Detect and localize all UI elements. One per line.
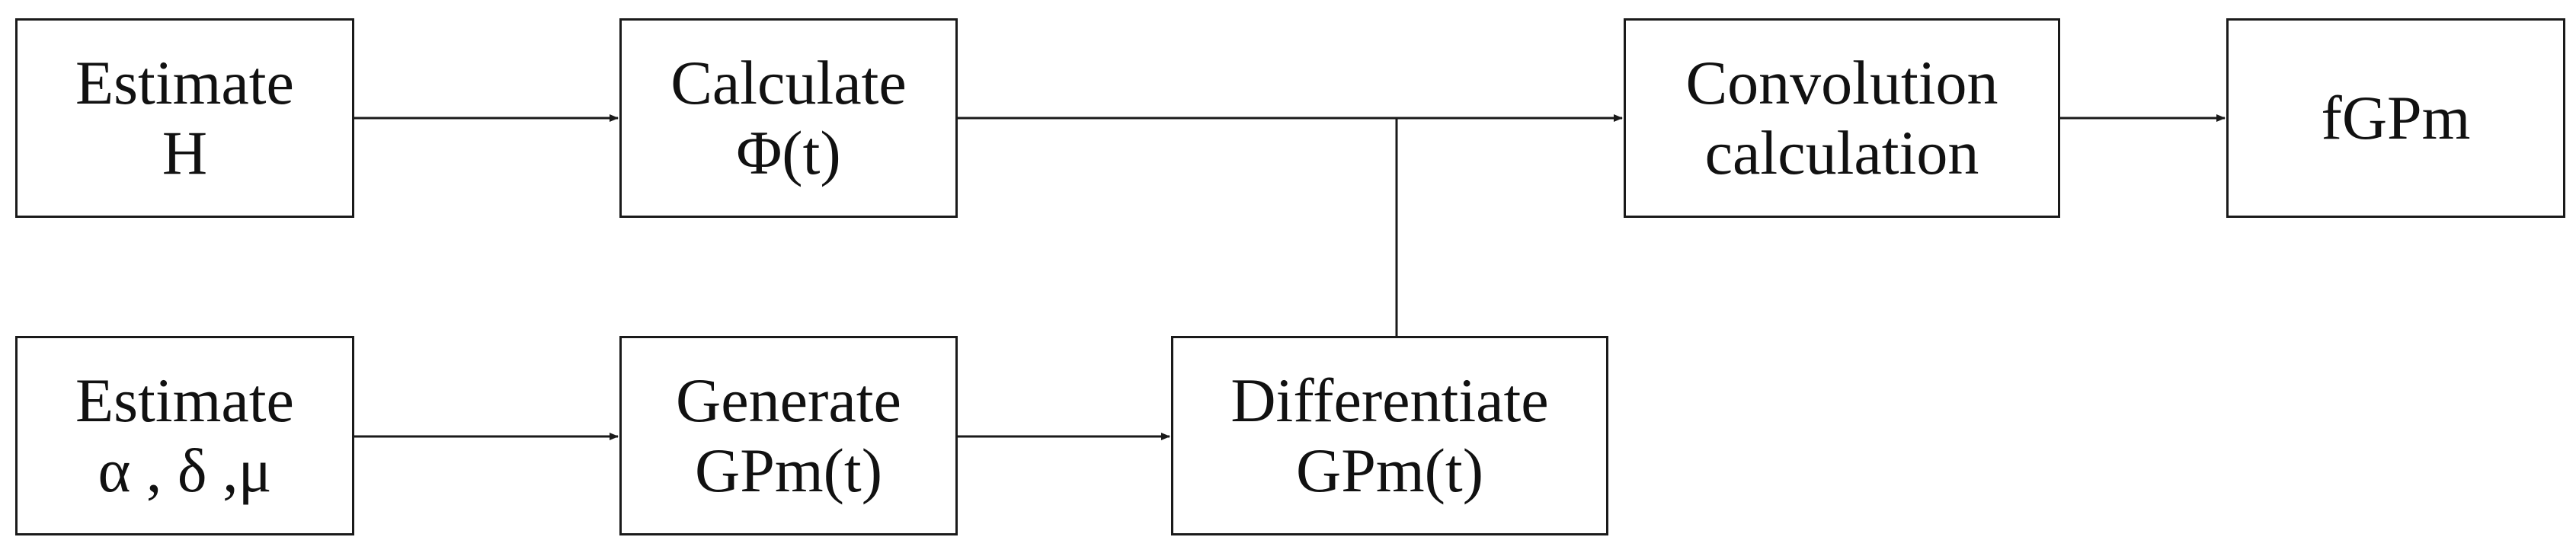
node-estimate-params-line1: Estimate <box>75 366 294 436</box>
node-estimate-params: Estimate α , δ ,μ <box>15 336 354 535</box>
node-calculate-phi-line1: Calculate <box>670 48 907 118</box>
node-estimate-params-line2: α , δ ,μ <box>98 436 272 505</box>
node-differentiate-line2: GPm(t) <box>1296 436 1483 505</box>
node-convolution-calculation: Convolution calculation <box>1624 18 2060 218</box>
node-calculate-phi: Calculate Φ(t) <box>619 18 958 218</box>
node-generate-line1: Generate <box>676 366 901 436</box>
node-generate-gpm: Generate GPm(t) <box>619 336 958 535</box>
node-convolution-line2: calculation <box>1704 118 1979 187</box>
node-estimate-h-line2: H <box>162 118 208 187</box>
node-calculate-phi-line2: Φ(t) <box>736 118 841 187</box>
node-fgpm-line1: fGPm <box>2321 83 2471 153</box>
node-generate-line2: GPm(t) <box>695 436 882 505</box>
node-estimate-h-line1: Estimate <box>75 48 294 118</box>
node-convolution-line1: Convolution <box>1685 48 1998 118</box>
node-differentiate-line1: Differentiate <box>1230 366 1549 436</box>
node-fgpm: fGPm <box>2226 18 2565 218</box>
node-differentiate-gpm: Differentiate GPm(t) <box>1171 336 1608 535</box>
node-estimate-h: Estimate H <box>15 18 354 218</box>
